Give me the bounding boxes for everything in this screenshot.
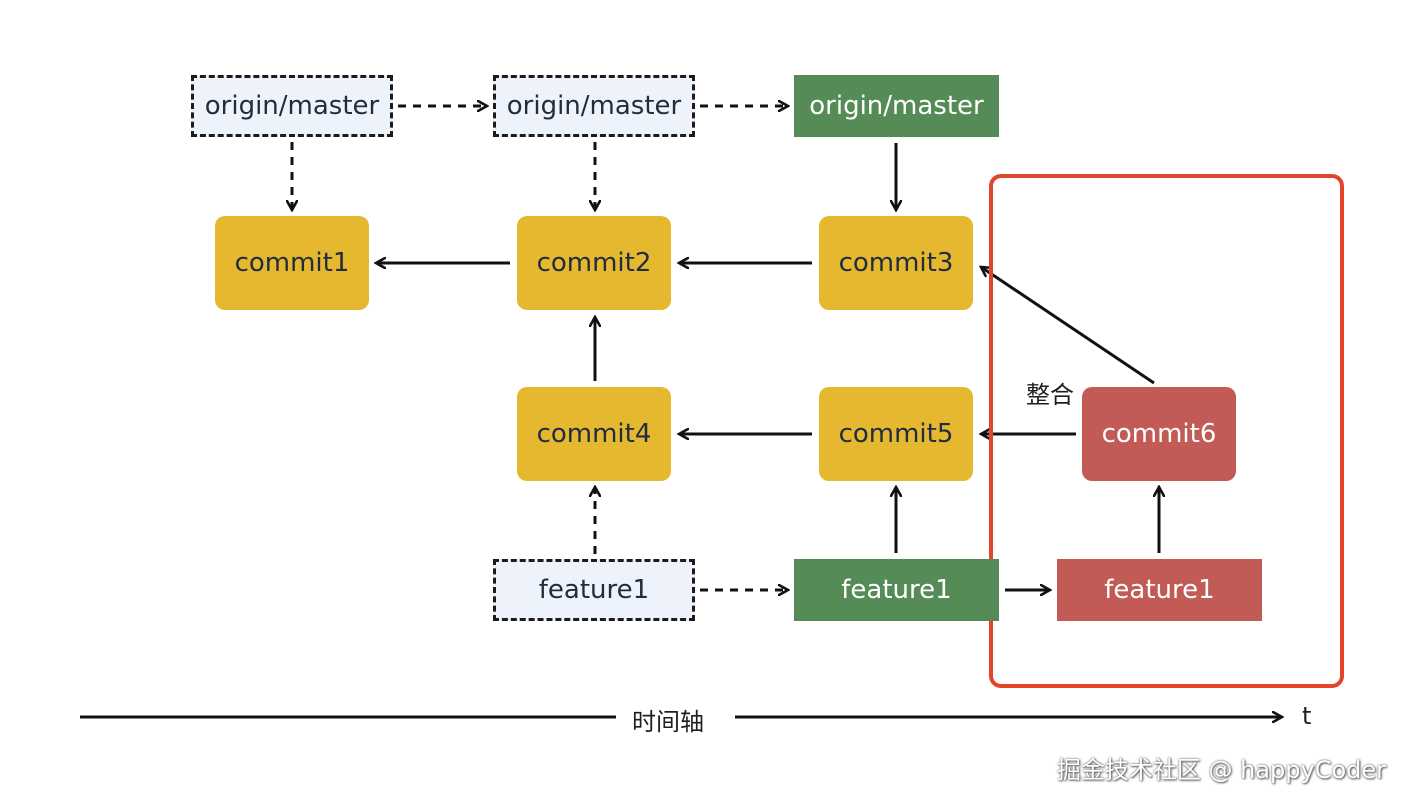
commit4-label: commit4: [536, 419, 652, 449]
commit2-node: commit2: [517, 216, 671, 310]
feature1-label: feature1: [841, 575, 952, 605]
commit5-label: commit5: [838, 419, 954, 449]
arrow-commit6-to-commit3: [981, 267, 1155, 385]
origin-master-ref-old-2: origin/master: [493, 75, 695, 137]
origin-master-ref-current: origin/master: [794, 75, 999, 137]
feature1-ref-current: feature1: [794, 559, 999, 621]
feature1-label: feature1: [1104, 575, 1215, 605]
origin-master-ref-old-1: origin/master: [191, 75, 393, 137]
commit6-label: commit6: [1101, 419, 1217, 449]
origin-master-label: origin/master: [506, 91, 682, 121]
feature1-label: feature1: [538, 575, 650, 605]
feature1-ref-new: feature1: [1057, 559, 1262, 621]
commit3-label: commit3: [838, 248, 954, 278]
timeline-label: 时间轴: [632, 708, 704, 736]
commit4-node: commit4: [517, 387, 671, 481]
feature1-ref-old: feature1: [493, 559, 695, 621]
commit1-node: commit1: [215, 216, 369, 310]
origin-master-label: origin/master: [204, 91, 380, 121]
commit2-label: commit2: [536, 248, 652, 278]
highlight-box: [989, 174, 1344, 688]
commit3-node: commit3: [819, 216, 973, 310]
commit1-label: commit1: [234, 248, 350, 278]
origin-master-label: origin/master: [809, 91, 984, 121]
commit5-node: commit5: [819, 387, 973, 481]
watermark: 掘金技术社区 @ happyCoder: [1056, 756, 1386, 784]
timeline-t-label: t: [1302, 702, 1312, 730]
integrate-label: 整合: [1026, 381, 1074, 409]
commit6-node: commit6: [1082, 387, 1236, 481]
